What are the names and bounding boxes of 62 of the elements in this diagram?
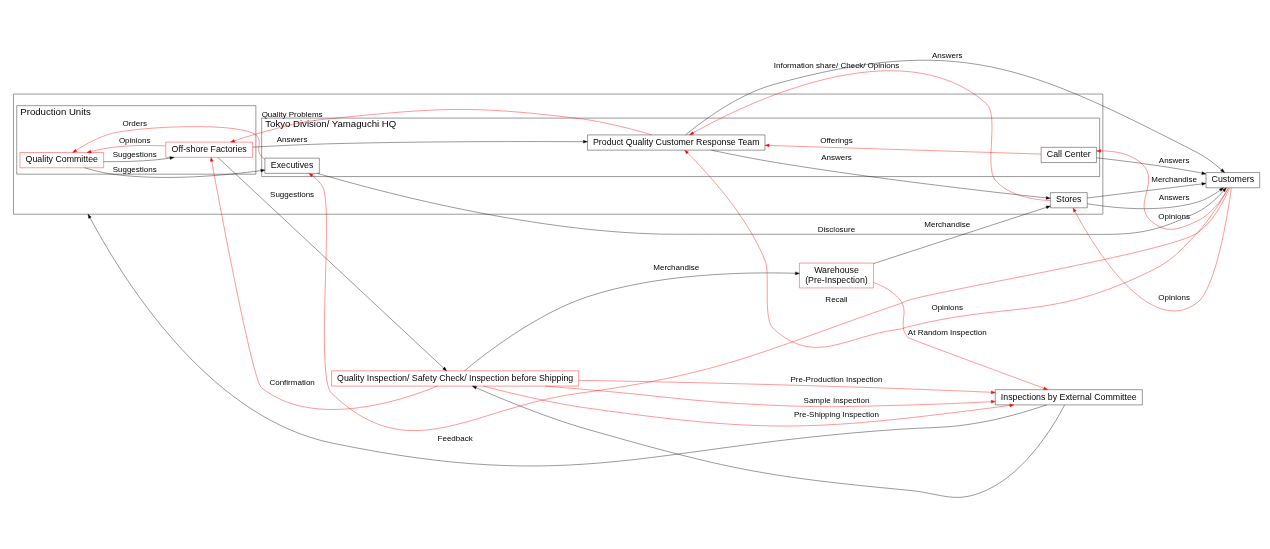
arrow	[1096, 157, 1207, 175]
arrow	[1087, 187, 1224, 209]
arrow	[1096, 149, 1229, 230]
edge-label: Recall	[825, 294, 848, 304]
node-box: Call Center	[1040, 147, 1097, 163]
edge-label: Merchandise	[924, 219, 971, 229]
edge-label: Answers	[276, 134, 308, 144]
arrow	[1087, 182, 1207, 199]
edge-label: At Random Inspection	[907, 328, 987, 338]
edge-label: Pre-Production Inspection	[790, 375, 883, 385]
arrow	[210, 157, 438, 410]
edge-label: Quality Problems	[261, 110, 323, 120]
node-box: Executives	[264, 157, 320, 174]
edge-label: Suggestions	[112, 150, 157, 160]
arrow	[689, 70, 1051, 201]
edge-label: Opinions	[931, 303, 964, 313]
node-box: Quality Inspection/ Safety Check/ Inspection before Shipping	[331, 370, 579, 387]
arrow	[86, 145, 166, 154]
arrow	[308, 173, 1230, 431]
arrow	[544, 385, 996, 407]
arrow	[217, 157, 447, 372]
arrow	[483, 385, 1014, 427]
edge-label: Feedback	[437, 433, 473, 443]
edge-label: Orders	[122, 118, 147, 128]
arrow	[685, 60, 1225, 173]
arrow	[684, 149, 1229, 348]
edge-label: Suggestions	[270, 190, 315, 200]
arrow	[472, 385, 1065, 498]
arrow	[578, 380, 996, 394]
node-box: Stores	[1050, 192, 1088, 208]
edge-label: Answers	[931, 51, 963, 61]
arrow	[873, 205, 1051, 264]
arrow	[72, 126, 266, 160]
arrow	[873, 282, 1048, 390]
edge-label: Confirmation	[269, 378, 315, 388]
edge-label: Merchandise	[1151, 175, 1198, 185]
edge-label: Information share/ Check/ Opinions	[773, 61, 900, 71]
node-box: Product Quality Customer Response Team	[587, 134, 766, 151]
arrow	[317, 173, 1227, 235]
arrow	[711, 149, 1051, 200]
node-box: Warehouse (Pre-Inspection)	[799, 262, 874, 289]
edge-label: Disclosure	[817, 224, 856, 234]
edge-label: Offerings	[820, 136, 853, 146]
arrow	[252, 140, 588, 148]
edge-label: Opinions	[1158, 211, 1190, 221]
edge-label: Pre-Shipping Inspection	[794, 409, 879, 419]
edge-label: Answers	[821, 152, 852, 162]
arrow	[84, 167, 266, 178]
edge-label: Answers	[1158, 155, 1190, 165]
arrow	[764, 143, 1042, 155]
edge-label: Answers	[1158, 192, 1190, 202]
edge-label: Merchandise	[653, 263, 700, 273]
node-box: Customers	[1205, 172, 1260, 188]
node-box: Quality Committee	[19, 152, 104, 168]
edge-label: Opinions	[1158, 293, 1190, 303]
arrow	[1072, 187, 1232, 312]
edge-label: Opinions	[118, 136, 151, 146]
arrow	[464, 271, 800, 371]
edge-label: Sample Inspection	[803, 395, 870, 405]
edge-label: Suggestions	[112, 164, 157, 174]
arrow	[87, 214, 1047, 467]
arrow	[103, 156, 175, 162]
